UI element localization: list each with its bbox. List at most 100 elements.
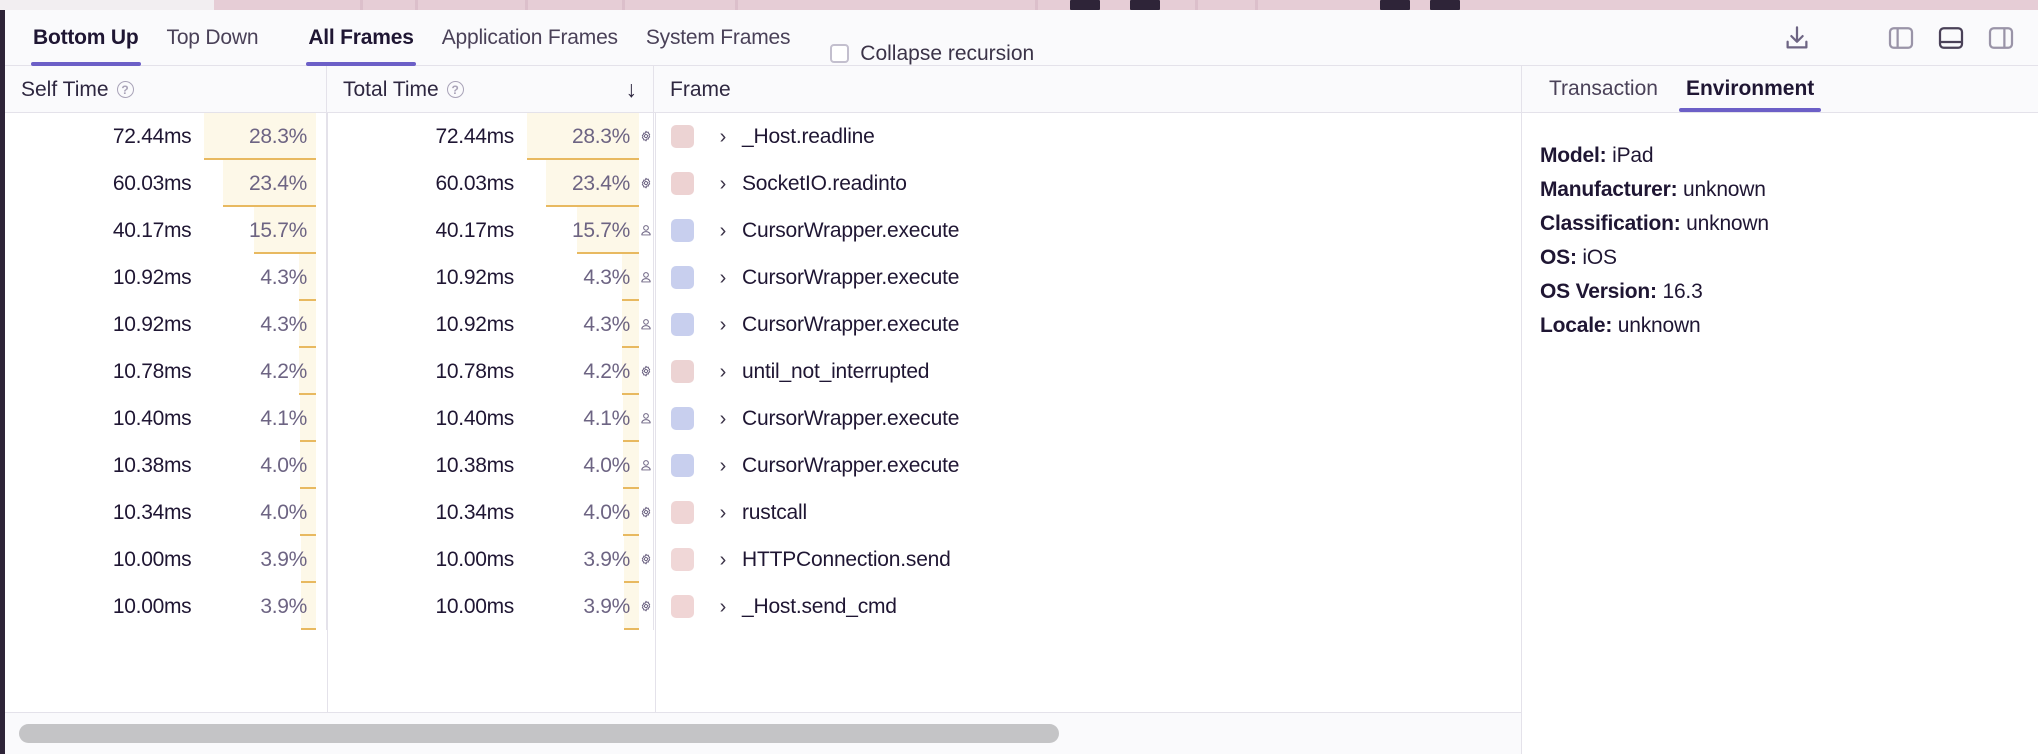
total-percent-label: 4.1%	[583, 406, 630, 430]
chevron-right-icon[interactable]: ›	[719, 172, 727, 195]
environment-value: 16.3	[1656, 280, 1703, 303]
cell-frame[interactable]: ›CursorWrapper.execute	[654, 254, 1521, 301]
sort-descending-icon[interactable]: ↓	[625, 76, 638, 102]
chevron-right-icon[interactable]: ›	[719, 407, 727, 430]
cell-frame[interactable]: ›_Host.send_cmd	[654, 583, 1521, 630]
panel-left-icon[interactable]	[1886, 23, 1916, 53]
environment-key: OS Version:	[1540, 280, 1657, 303]
self-icon-slot	[316, 207, 326, 254]
self-percent-bar	[204, 113, 316, 160]
checkbox-box-icon[interactable]	[830, 44, 850, 63]
cell-self-time: 10.92ms	[112, 265, 192, 289]
flamegraph-tick	[415, 0, 418, 10]
header-total-time[interactable]: Total Time ? ↓	[327, 66, 653, 113]
scrollbar-thumb[interactable]	[19, 723, 1059, 743]
column-total-time[interactable]: Total Time ? ↓	[327, 66, 654, 112]
cell-frame[interactable]: ›SocketIO.readinto	[654, 160, 1521, 207]
environment-key: Manufacturer:	[1540, 178, 1678, 201]
cell-frame[interactable]: ›_Host.readline	[654, 113, 1521, 160]
chevron-right-icon[interactable]: ›	[719, 548, 727, 571]
cell-frame[interactable]: ›CursorWrapper.execute	[654, 301, 1521, 348]
horizontal-scrollbar[interactable]	[5, 712, 1521, 754]
header-frame[interactable]: Frame	[654, 66, 1521, 113]
tab-application-frames[interactable]: Application Frames	[428, 10, 632, 66]
info-icon[interactable]: ?	[116, 81, 134, 98]
frame-type-icon-slot	[639, 160, 653, 207]
cell-total-percent: 4.2%	[527, 348, 639, 395]
cell-frame[interactable]: ›CursorWrapper.execute	[654, 395, 1521, 442]
flamegraph-tick	[1035, 0, 1038, 10]
chevron-right-icon[interactable]: ›	[719, 501, 727, 524]
self-percent-bar	[298, 254, 316, 301]
self-icon-slot	[316, 160, 326, 207]
cell-frame[interactable]: ›HTTPConnection.send	[654, 536, 1521, 583]
person-icon	[641, 272, 651, 283]
cell-frame[interactable]: › CursorWrapper.execute	[654, 207, 1521, 254]
frame-row-content: ›CursorWrapper.execute	[654, 301, 1521, 348]
cell-total-percent: 23.4%	[527, 160, 639, 207]
frame-row-content: ›until_not_interrupted	[654, 348, 1521, 395]
frame-type-icon-slot	[639, 348, 653, 395]
chevron-right-icon[interactable]: ›	[719, 313, 727, 336]
frame-color-swatch	[671, 313, 694, 336]
chevron-right-icon[interactable]: ›	[719, 219, 727, 242]
chevron-right-icon[interactable]: ›	[719, 595, 727, 618]
collapse-recursion-checkbox[interactable]: Collapse recursion	[830, 42, 1034, 66]
cell-self-percent: 23.4%	[204, 160, 316, 207]
header-self-time[interactable]: Self Time ?	[5, 66, 326, 113]
frame-row-content: ›rustcall	[654, 489, 1521, 536]
tab-bottom-up[interactable]: Bottom Up	[19, 10, 153, 66]
column-frame[interactable]: Frame	[654, 66, 1521, 112]
download-icon[interactable]	[1782, 23, 1812, 53]
flamegraph-tick	[735, 0, 738, 10]
panel-right-icon[interactable]	[1986, 23, 2016, 53]
flamegraph-strip	[0, 0, 2038, 10]
column-self-time[interactable]: Self Time ?	[5, 66, 327, 112]
scrollbar-track[interactable]	[5, 713, 1521, 754]
tab-all-frames[interactable]: All Frames	[294, 10, 427, 66]
cell-frame[interactable]: ›rustcall	[654, 489, 1521, 536]
chevron-right-icon[interactable]: ›	[719, 360, 727, 383]
tab-system-frames[interactable]: System Frames	[632, 10, 804, 66]
flamegraph-block	[1380, 0, 1410, 10]
panel-bottom-icon[interactable]	[1936, 23, 1966, 53]
self-percent-label: 3.9%	[260, 547, 307, 571]
frame-color-swatch	[671, 172, 694, 195]
tab-top-down[interactable]: Top Down	[153, 10, 273, 66]
cell-frame[interactable]: ›until_not_interrupted	[654, 348, 1521, 395]
self-percent-label: 3.9%	[260, 594, 307, 618]
chevron-right-icon[interactable]: ›	[719, 266, 727, 289]
cell-self-percent: 4.0%	[204, 442, 316, 489]
tab-transaction[interactable]: Transaction	[1540, 65, 1667, 112]
cell-self-time: 10.40ms	[112, 406, 192, 430]
self-percent-bar	[300, 583, 316, 630]
table-header-row: Self Time ? Total Time ? ↓ Frame	[5, 66, 1521, 113]
info-icon[interactable]: ?	[446, 81, 464, 98]
cell-frame[interactable]: ›CursorWrapper.execute	[654, 442, 1521, 489]
chevron-right-icon[interactable]: ›	[719, 125, 727, 148]
frame-name-label: CursorWrapper.execute	[742, 218, 960, 242]
tab-environment[interactable]: Environment	[1677, 65, 1823, 112]
frame-type-icon-slot	[639, 207, 653, 254]
chevron-right-icon[interactable]: ›	[719, 454, 727, 477]
frame-row-content: ›CursorWrapper.execute	[654, 254, 1521, 301]
toolbar-actions	[1782, 23, 2038, 53]
